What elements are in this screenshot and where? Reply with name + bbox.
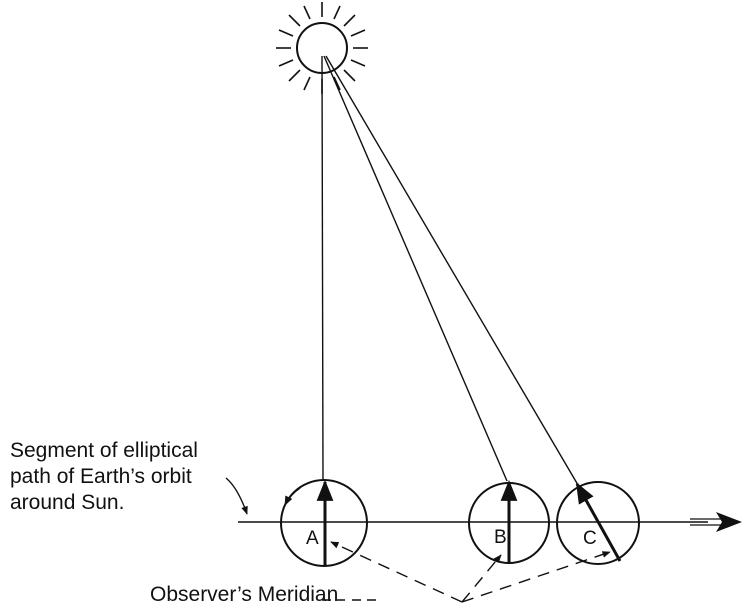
observers-meridian-label: Observer’s Meridian xyxy=(150,582,338,608)
position-label-b: B xyxy=(494,527,507,548)
orbit-label-line-3: around Sun. xyxy=(10,490,198,516)
earth-position-a xyxy=(281,480,367,566)
position-label-a: A xyxy=(306,528,319,549)
position-label-c: C xyxy=(583,528,597,549)
orbit-segment-label: Segment of elliptical path of Earth’s or… xyxy=(10,438,198,516)
sunline-c xyxy=(326,56,578,485)
sunline-a xyxy=(322,56,323,481)
sunline-b xyxy=(324,56,507,481)
earth-position-b xyxy=(469,482,549,564)
orbit-label-leader xyxy=(226,478,247,514)
orbit-label-line-2: path of Earth’s orbit xyxy=(10,464,198,490)
orbit-label-line-1: Segment of elliptical xyxy=(10,438,198,464)
earth-position-c xyxy=(557,482,639,564)
